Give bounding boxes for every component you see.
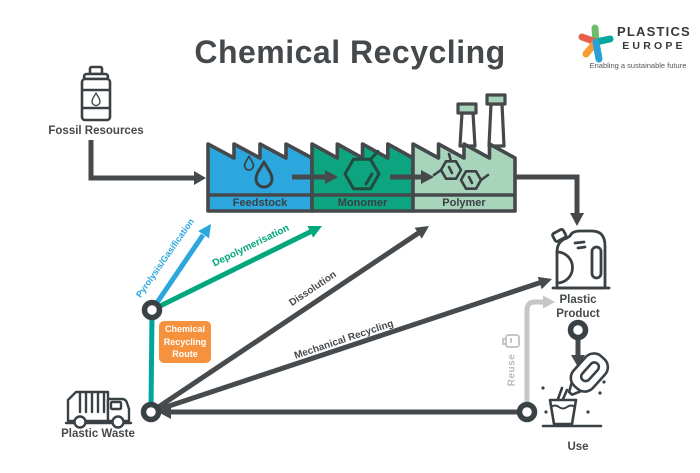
route-nodes [140, 299, 589, 423]
plastic-waste-label: Plastic Waste [61, 428, 135, 440]
use-label: Use [567, 441, 589, 453]
node-plastic-product [567, 319, 589, 341]
plastic-product-bottle-icon [551, 227, 611, 290]
logo-tagline: Enabling a sustainable future [589, 61, 687, 70]
polymer-to-product-arrow [505, 174, 584, 226]
node-use [516, 401, 538, 423]
feedstock-label: Feedstock [232, 197, 288, 209]
polymer-molecule-icon [432, 152, 490, 190]
depolymerisation-arrow [150, 226, 322, 313]
monomer-label: Monomer [337, 197, 388, 209]
logo-brand-line1: PLASTICS [617, 24, 691, 39]
use-pouring-icon [541, 352, 610, 428]
page-title: Chemical Recycling [194, 34, 506, 70]
dissolution-arrow [149, 226, 429, 415]
chemical-recycling-route-badge: Chemical Recycling Route [159, 321, 211, 363]
polymer-chimneys [456, 93, 507, 148]
plastic-product-label: Plastic Product [556, 294, 600, 321]
oil-barrel-icon [80, 65, 112, 122]
logo-star-icon [578, 24, 614, 63]
fossil-resources-label: Fossil Resources [48, 125, 144, 137]
chemical-route-connector [148, 313, 155, 409]
feedstock-to-monomer-arrow [292, 170, 338, 184]
water-drops-icon [243, 155, 274, 189]
monomer-to-polymer-arrow [390, 170, 434, 184]
reuse-arrow [502, 295, 555, 404]
node-chemical-route [141, 299, 163, 321]
logo-brand-line2: EUROPE [622, 40, 686, 52]
node-plastic-waste [140, 401, 162, 423]
reuse-label: Reuse [506, 353, 518, 387]
pyrolysis-arrow [149, 224, 211, 312]
plastics-europe-logo: PLASTICS EUROPE Enabling a sustainable f… [576, 20, 696, 72]
mechanical-recycling-arrow [150, 276, 552, 415]
fossil-to-feedstock-arrow [88, 140, 206, 185]
monomer-molecule-icon [343, 150, 381, 191]
garbage-truck-icon [64, 390, 133, 429]
return-to-waste-arrow [158, 405, 527, 419]
polymer-label: Polymer [442, 197, 486, 209]
reuse-bottle-icon [502, 334, 520, 348]
